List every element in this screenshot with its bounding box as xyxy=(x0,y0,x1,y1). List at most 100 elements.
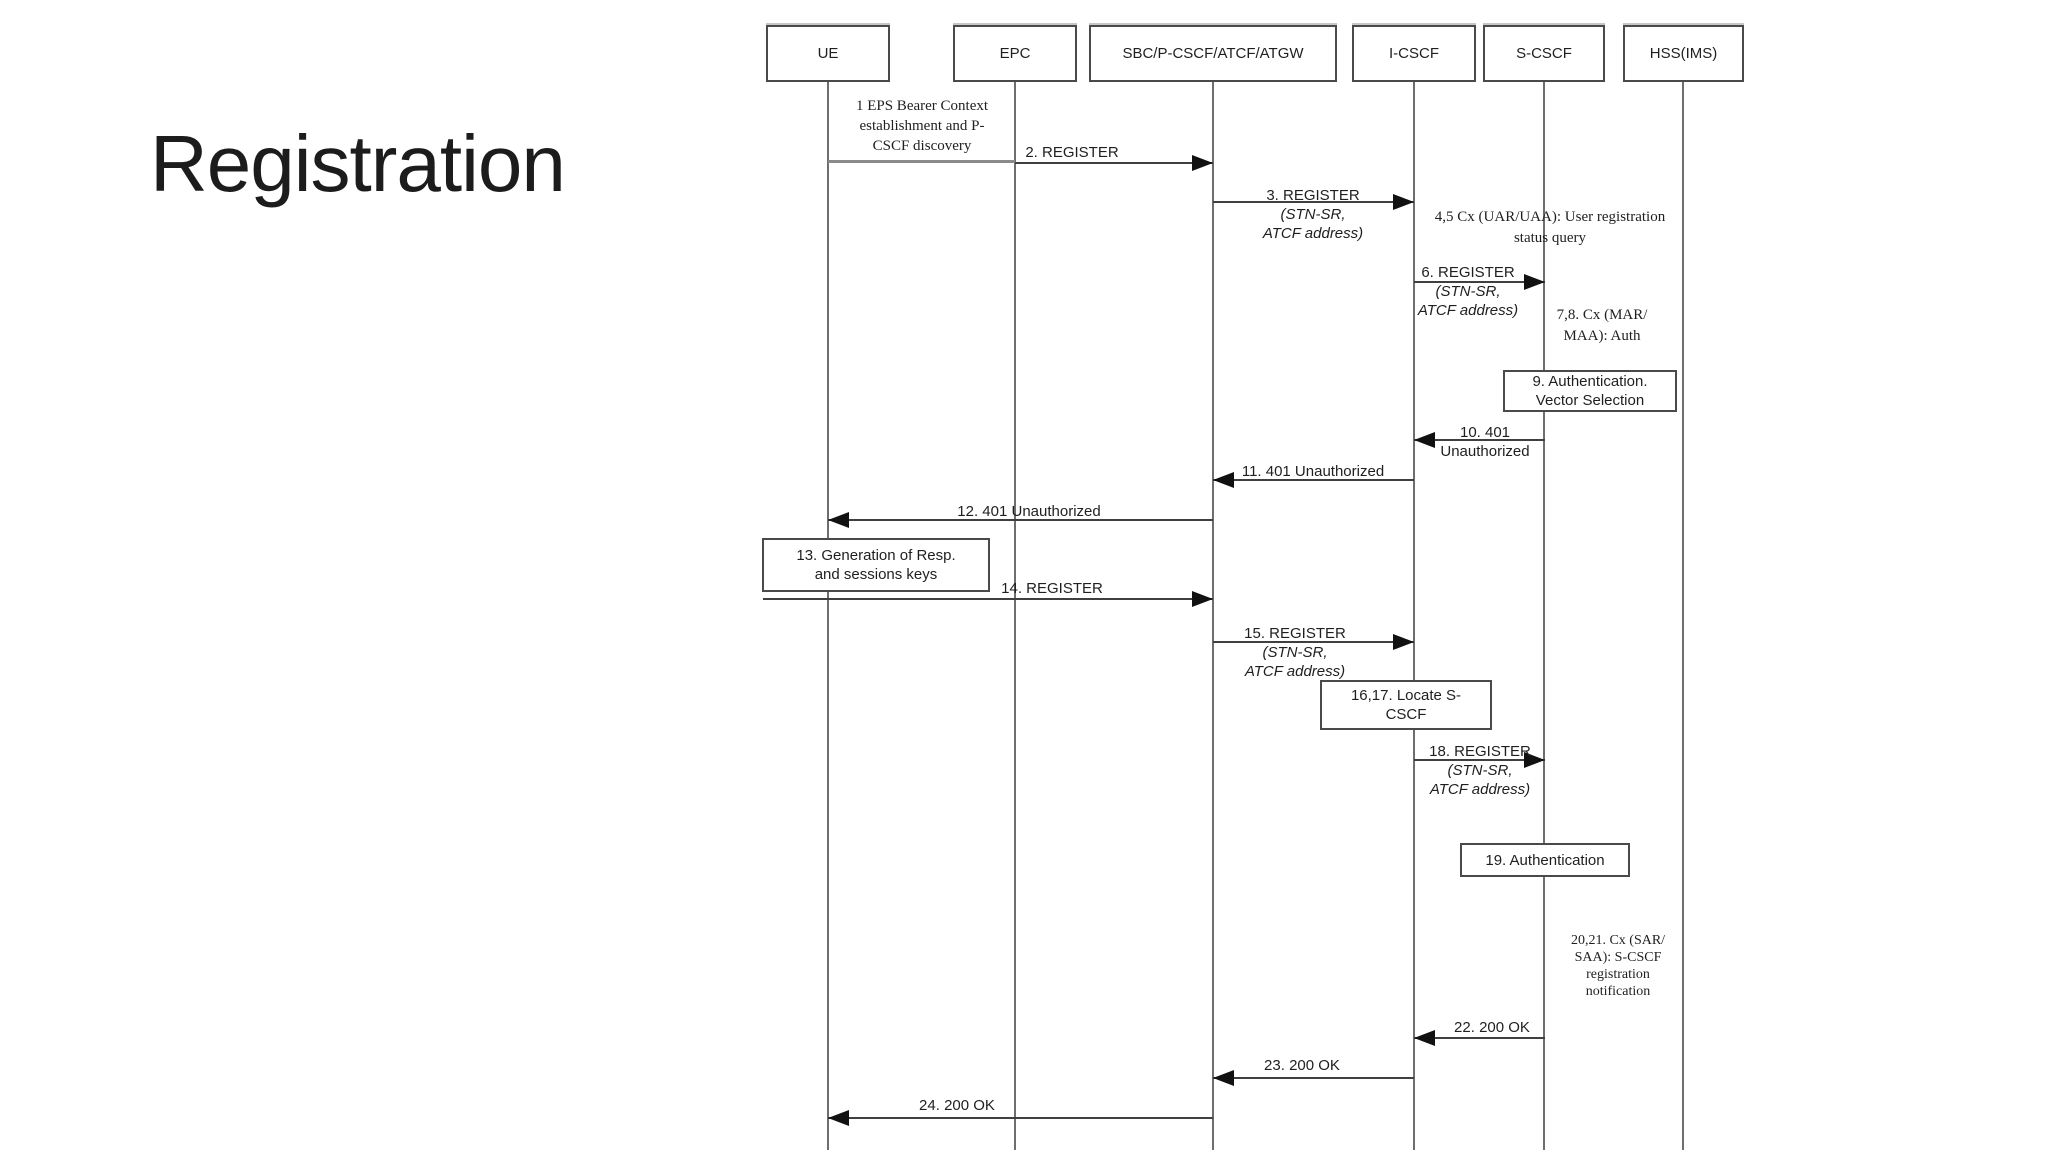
message-label-line: notification xyxy=(1585,984,1651,999)
message-label-line: ATCF address) xyxy=(1429,781,1531,798)
arrowhead-11 xyxy=(1213,472,1234,488)
message-label-line: 4,5 Cx (UAR/UAA): User registration xyxy=(1434,209,1666,225)
note-box-line: 16,17. Locate S- xyxy=(1350,687,1462,704)
message-line-23 xyxy=(1213,1077,1414,1079)
lifeline-icscf xyxy=(1413,82,1415,1150)
arrowhead-12 xyxy=(828,512,849,528)
arrowhead-3 xyxy=(1393,194,1414,210)
lifeline-sbc xyxy=(1212,82,1214,1150)
arrowhead-22 xyxy=(1414,1030,1435,1046)
message-line-6 xyxy=(1414,281,1545,283)
note-box-16-17: 16,17. Locate S- CSCF xyxy=(1320,680,1492,730)
note-box-line: 19. Authentication xyxy=(1485,851,1605,869)
message-label-line: 12. 401 Unauthorized xyxy=(957,503,1101,520)
actor-box-icscf: I-CSCF xyxy=(1352,25,1476,82)
message-label-line: 20,21. Cx (SAR/ xyxy=(1570,933,1666,948)
message-label-line: 7,8. Cx (MAR/ xyxy=(1556,307,1648,323)
message-line-12 xyxy=(828,519,1213,521)
note-box-line: 13. Generation of Resp. xyxy=(796,547,956,564)
actor-label-hss: HSS(IMS) xyxy=(1649,45,1718,62)
lifeline-epc xyxy=(1014,82,1016,1150)
message-label-msg-23: 23. 200 OK xyxy=(1264,1056,1340,1075)
message-label-line: 11. 401 Unauthorized xyxy=(1241,463,1385,480)
arrowhead-23 xyxy=(1213,1070,1234,1086)
message-label-line: 22. 200 OK xyxy=(1454,1019,1530,1036)
arrowhead-24 xyxy=(828,1110,849,1126)
message-label-msg-18: 18. REGISTER (STN-SR, ATCF address) xyxy=(1429,742,1531,799)
message-label-line: registration xyxy=(1586,967,1650,982)
actor-box-scscf: S-CSCF xyxy=(1483,25,1605,82)
note-box-9: 9. Authentication. Vector Selection xyxy=(1503,370,1677,412)
message-label-line: (STN-SR, xyxy=(1435,283,1501,300)
message-label-msg-1: 1 EPS Bearer Context establishment and P-… xyxy=(856,96,988,156)
message-label-line: establishment and P- xyxy=(859,118,985,134)
message-label-line: 18. REGISTER xyxy=(1429,743,1531,760)
message-label-line: (STN-SR, xyxy=(1447,762,1513,779)
arrowhead-10 xyxy=(1414,432,1435,448)
message-label-msg-3: 3. REGISTER(STN-SR,ATCF address) xyxy=(1263,186,1363,243)
slide-title: Registration xyxy=(150,119,566,208)
message-label-msg-14: 14. REGISTER xyxy=(1001,579,1103,598)
note-box-line: and sessions keys xyxy=(814,566,938,583)
lifeline-hss xyxy=(1682,82,1684,1150)
message-label-line: 14. REGISTER xyxy=(1001,580,1103,597)
message-label-line: Unauthorized xyxy=(1440,443,1530,460)
message-label-line: MAA): Auth xyxy=(1563,328,1641,344)
message-label-line: 10. 401 xyxy=(1459,424,1511,441)
message-label-msg-11: 11. 401 Unauthorized xyxy=(1242,462,1384,481)
note-box-line: 9. Authentication. xyxy=(1532,373,1648,390)
message-label-line: status query xyxy=(1513,230,1587,246)
arrowhead-18 xyxy=(1524,752,1545,768)
message-label-line: ATCF address) xyxy=(1244,663,1346,680)
lifeline-scscf xyxy=(1543,82,1545,1150)
actor-label-ue: UE xyxy=(817,45,839,62)
message-label-line: ATCF address) xyxy=(1417,302,1519,319)
message-line-11 xyxy=(1213,479,1414,481)
message-label-msg-4-5: 4,5 Cx (UAR/UAA): User registration statu… xyxy=(1435,207,1665,249)
message-label-msg-15: 15. REGISTER (STN-SR, ATCF address) xyxy=(1244,624,1346,681)
message-label-msg-12: 12. 401 Unauthorized xyxy=(957,502,1100,521)
message-label-msg-22: 22. 200 OK xyxy=(1454,1018,1530,1037)
actor-box-ue: UE xyxy=(766,25,890,82)
message-line-24 xyxy=(828,1117,1213,1119)
note-box-line: CSCF xyxy=(1385,706,1427,723)
message-label-line: 23. 200 OK xyxy=(1264,1057,1340,1074)
message-line-18 xyxy=(1414,759,1545,761)
message-label-line: 1 EPS Bearer Context xyxy=(855,98,989,114)
message-line-3 xyxy=(1213,201,1414,203)
message-line-14 xyxy=(763,598,1213,600)
actor-label-icscf: I-CSCF xyxy=(1389,45,1439,62)
message-label-msg-6: 6. REGISTER (STN-SR, ATCF address) xyxy=(1418,263,1518,320)
message-label-line: (STN-SR, xyxy=(1280,206,1346,223)
message-label-line: 2. REGISTER xyxy=(1025,144,1119,161)
actor-label-sbc: SBC/P-CSCF/ATCF/ATGW xyxy=(1122,45,1304,62)
actor-box-sbc: SBC/P-CSCF/ATCF/ATGW xyxy=(1089,25,1337,82)
message-line-22 xyxy=(1414,1037,1545,1039)
note-box-13: 13. Generation of Resp. and sessions keys xyxy=(762,538,990,592)
arrowhead-14 xyxy=(1192,591,1213,607)
message-label-line: 15. REGISTER xyxy=(1244,625,1346,642)
message-label-line: 6. REGISTER xyxy=(1421,264,1515,281)
message-label-line: 24. 200 OK xyxy=(919,1097,995,1114)
message-label-line: CSCF discovery xyxy=(872,138,972,154)
actor-box-epc: EPC xyxy=(953,25,1077,82)
arrowhead-6 xyxy=(1524,274,1545,290)
message-label-msg-20-21: 20,21. Cx (SAR/SAA): S-CSCF registration n… xyxy=(1571,932,1665,1000)
message-line-1 xyxy=(828,160,1015,163)
message-label-msg-7-8: 7,8. Cx (MAR/MAA): Auth xyxy=(1557,305,1648,347)
actor-label-epc: EPC xyxy=(999,45,1031,62)
message-label-line: SAA): S-CSCF xyxy=(1574,950,1662,965)
message-label-line: 3. REGISTER xyxy=(1266,187,1360,204)
message-line-10 xyxy=(1414,439,1545,441)
arrowhead-15 xyxy=(1393,634,1414,650)
message-line-15 xyxy=(1213,641,1414,643)
message-line-2 xyxy=(1015,162,1213,164)
arrowhead-2 xyxy=(1192,155,1213,171)
note-box-line: Vector Selection xyxy=(1535,392,1645,409)
note-box-19: 19. Authentication xyxy=(1460,843,1630,877)
actor-box-hss: HSS(IMS) xyxy=(1623,25,1744,82)
message-label-msg-2: 2. REGISTER xyxy=(1025,143,1118,162)
message-label-line: (STN-SR, xyxy=(1262,644,1328,661)
